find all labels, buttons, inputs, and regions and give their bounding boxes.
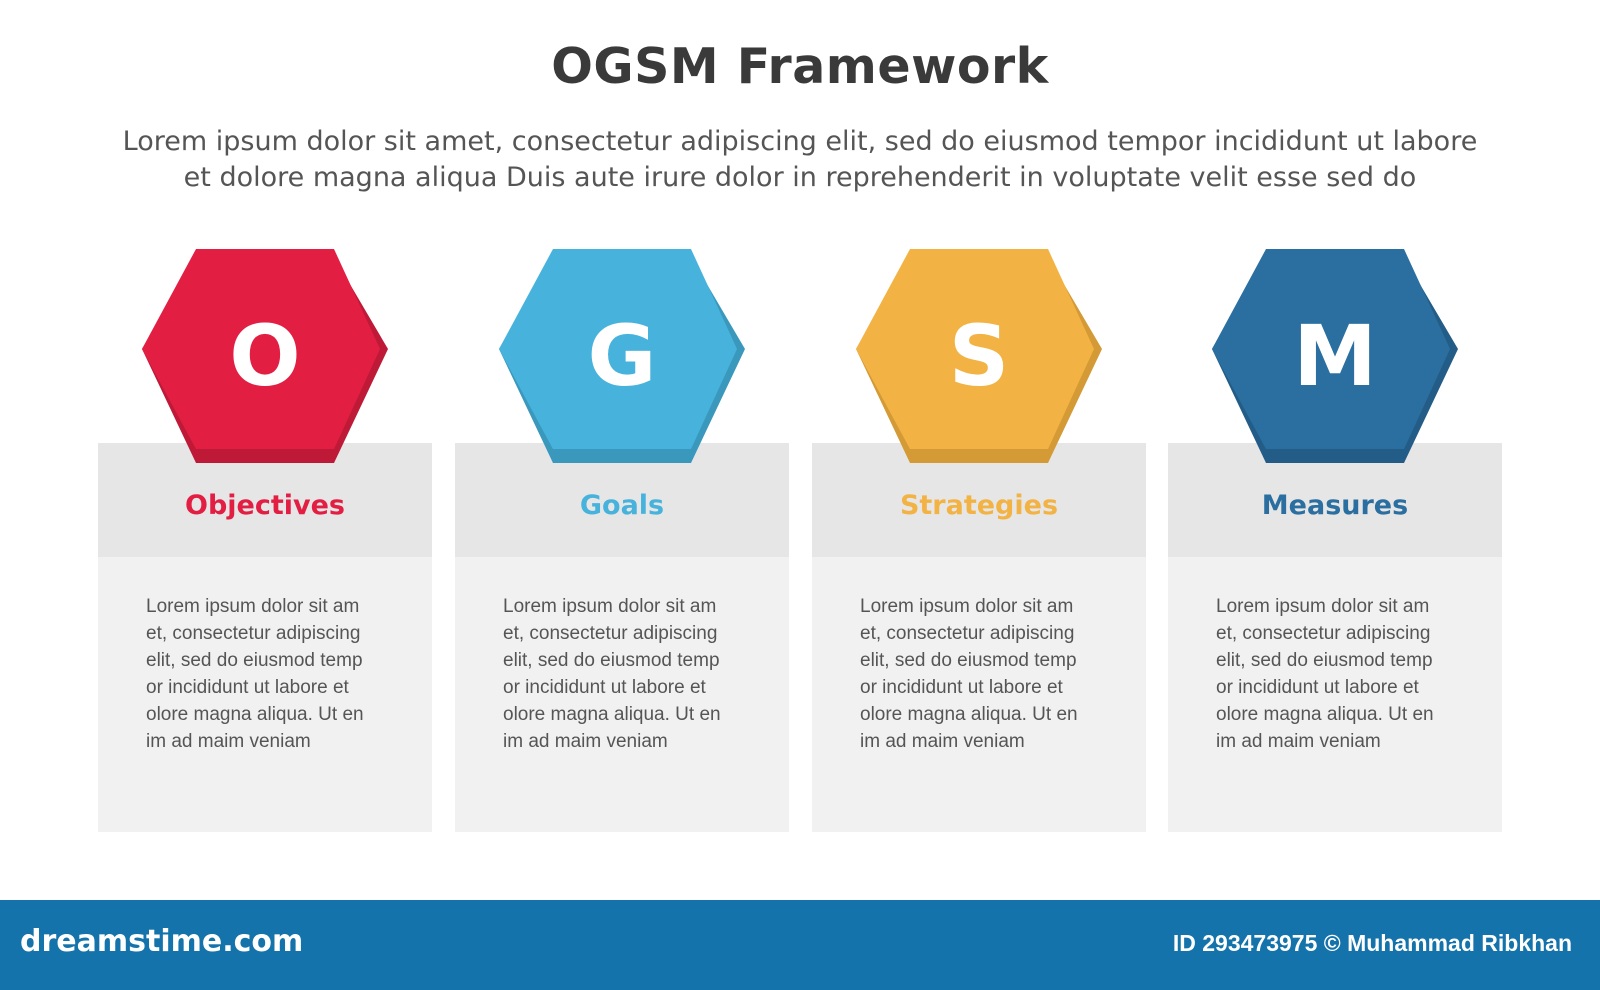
description-line: im ad maim veniam [860, 731, 1025, 752]
description-line: or incididunt ut labore et [503, 677, 706, 698]
hexagon-letter: S [948, 307, 1010, 405]
page-title: OGSM Framework [551, 38, 1049, 95]
column-description: Lorem ipsum dolor sit am et, consectetur… [146, 593, 406, 755]
footer-brand[interactable]: dreamstime.com [20, 924, 304, 959]
description-line: et, consectetur adipiscing [503, 623, 718, 644]
column-label: Measures [1261, 490, 1409, 521]
description-line: or incididunt ut labore et [860, 677, 1063, 698]
footer-image-id: ID 293473975 © Muhammad Ribkhan [1172, 930, 1572, 956]
column-label: Objectives [185, 490, 345, 521]
description-line: Lorem ipsum dolor sit am [503, 596, 717, 617]
subtitle-line: et dolore magna aliqua Duis aute irure d… [183, 162, 1417, 193]
description-line: olore magna aliqua. Ut en [503, 704, 721, 725]
description-line: olore magna aliqua. Ut en [1216, 704, 1434, 725]
card-body [812, 557, 1146, 832]
column-label: Strategies [899, 490, 1059, 521]
card-body [1168, 557, 1502, 832]
description-line: elit, sed do eiusmod temp [1216, 650, 1433, 671]
ogsm-columns: O Objectives Lorem ipsum dolor sit am et… [98, 0, 1502, 900]
hexagon-badge: O [142, 249, 388, 463]
description-line: et, consectetur adipiscing [146, 623, 361, 644]
subtitle-line: Lorem ipsum dolor sit amet, consectetur … [122, 126, 1478, 157]
column-objectives: O Objectives Lorem ipsum dolor sit am et… [98, 0, 432, 900]
description-line: Lorem ipsum dolor sit am [860, 596, 1074, 617]
hexagon-letter: M [1293, 307, 1377, 405]
hexagon-shape [142, 249, 388, 463]
column-label: Goals [579, 490, 665, 521]
column-description: Lorem ipsum dolor sit am et, consectetur… [503, 593, 763, 755]
description-line: Lorem ipsum dolor sit am [146, 596, 360, 617]
hexagon-shape [1212, 249, 1458, 463]
hexagon-shape [856, 249, 1102, 463]
description-line: or incididunt ut labore et [1216, 677, 1419, 698]
description-line: elit, sed do eiusmod temp [146, 650, 363, 671]
description-line: et, consectetur adipiscing [1216, 623, 1431, 644]
subtitle: Lorem ipsum dolor sit amet, consectetur … [60, 124, 1540, 196]
hexagon-badge: G [499, 249, 745, 463]
description-line: im ad maim veniam [146, 731, 311, 752]
description-line: olore magna aliqua. Ut en [860, 704, 1078, 725]
description-line: Lorem ipsum dolor sit am [1216, 596, 1430, 617]
description-line: elit, sed do eiusmod temp [503, 650, 720, 671]
card-body [455, 557, 789, 832]
column-strategies: S Strategies Lorem ipsum dolor sit am et… [812, 0, 1146, 900]
description-line: olore magna aliqua. Ut en [146, 704, 364, 725]
column-measures: M Measures Lorem ipsum dolor sit am et, … [1168, 0, 1502, 900]
column-goals: G Goals Lorem ipsum dolor sit am et, con… [455, 0, 789, 900]
watermark-footer: dreamstime.com ID 293473975 © Muhammad R… [0, 900, 1600, 990]
hexagon-badge: M [1212, 249, 1458, 463]
card-body [98, 557, 432, 832]
description-line: im ad maim veniam [1216, 731, 1381, 752]
description-line: or incididunt ut labore et [146, 677, 349, 698]
column-description: Lorem ipsum dolor sit am et, consectetur… [860, 593, 1120, 755]
description-line: et, consectetur adipiscing [860, 623, 1075, 644]
hexagon-shape [499, 249, 745, 463]
description-line: im ad maim veniam [503, 731, 668, 752]
description-line: elit, sed do eiusmod temp [860, 650, 1077, 671]
hexagon-letter: G [587, 307, 657, 405]
hexagon-letter: O [229, 307, 301, 405]
column-description: Lorem ipsum dolor sit am et, consectetur… [1216, 593, 1476, 755]
hexagon-badge: S [856, 249, 1102, 463]
